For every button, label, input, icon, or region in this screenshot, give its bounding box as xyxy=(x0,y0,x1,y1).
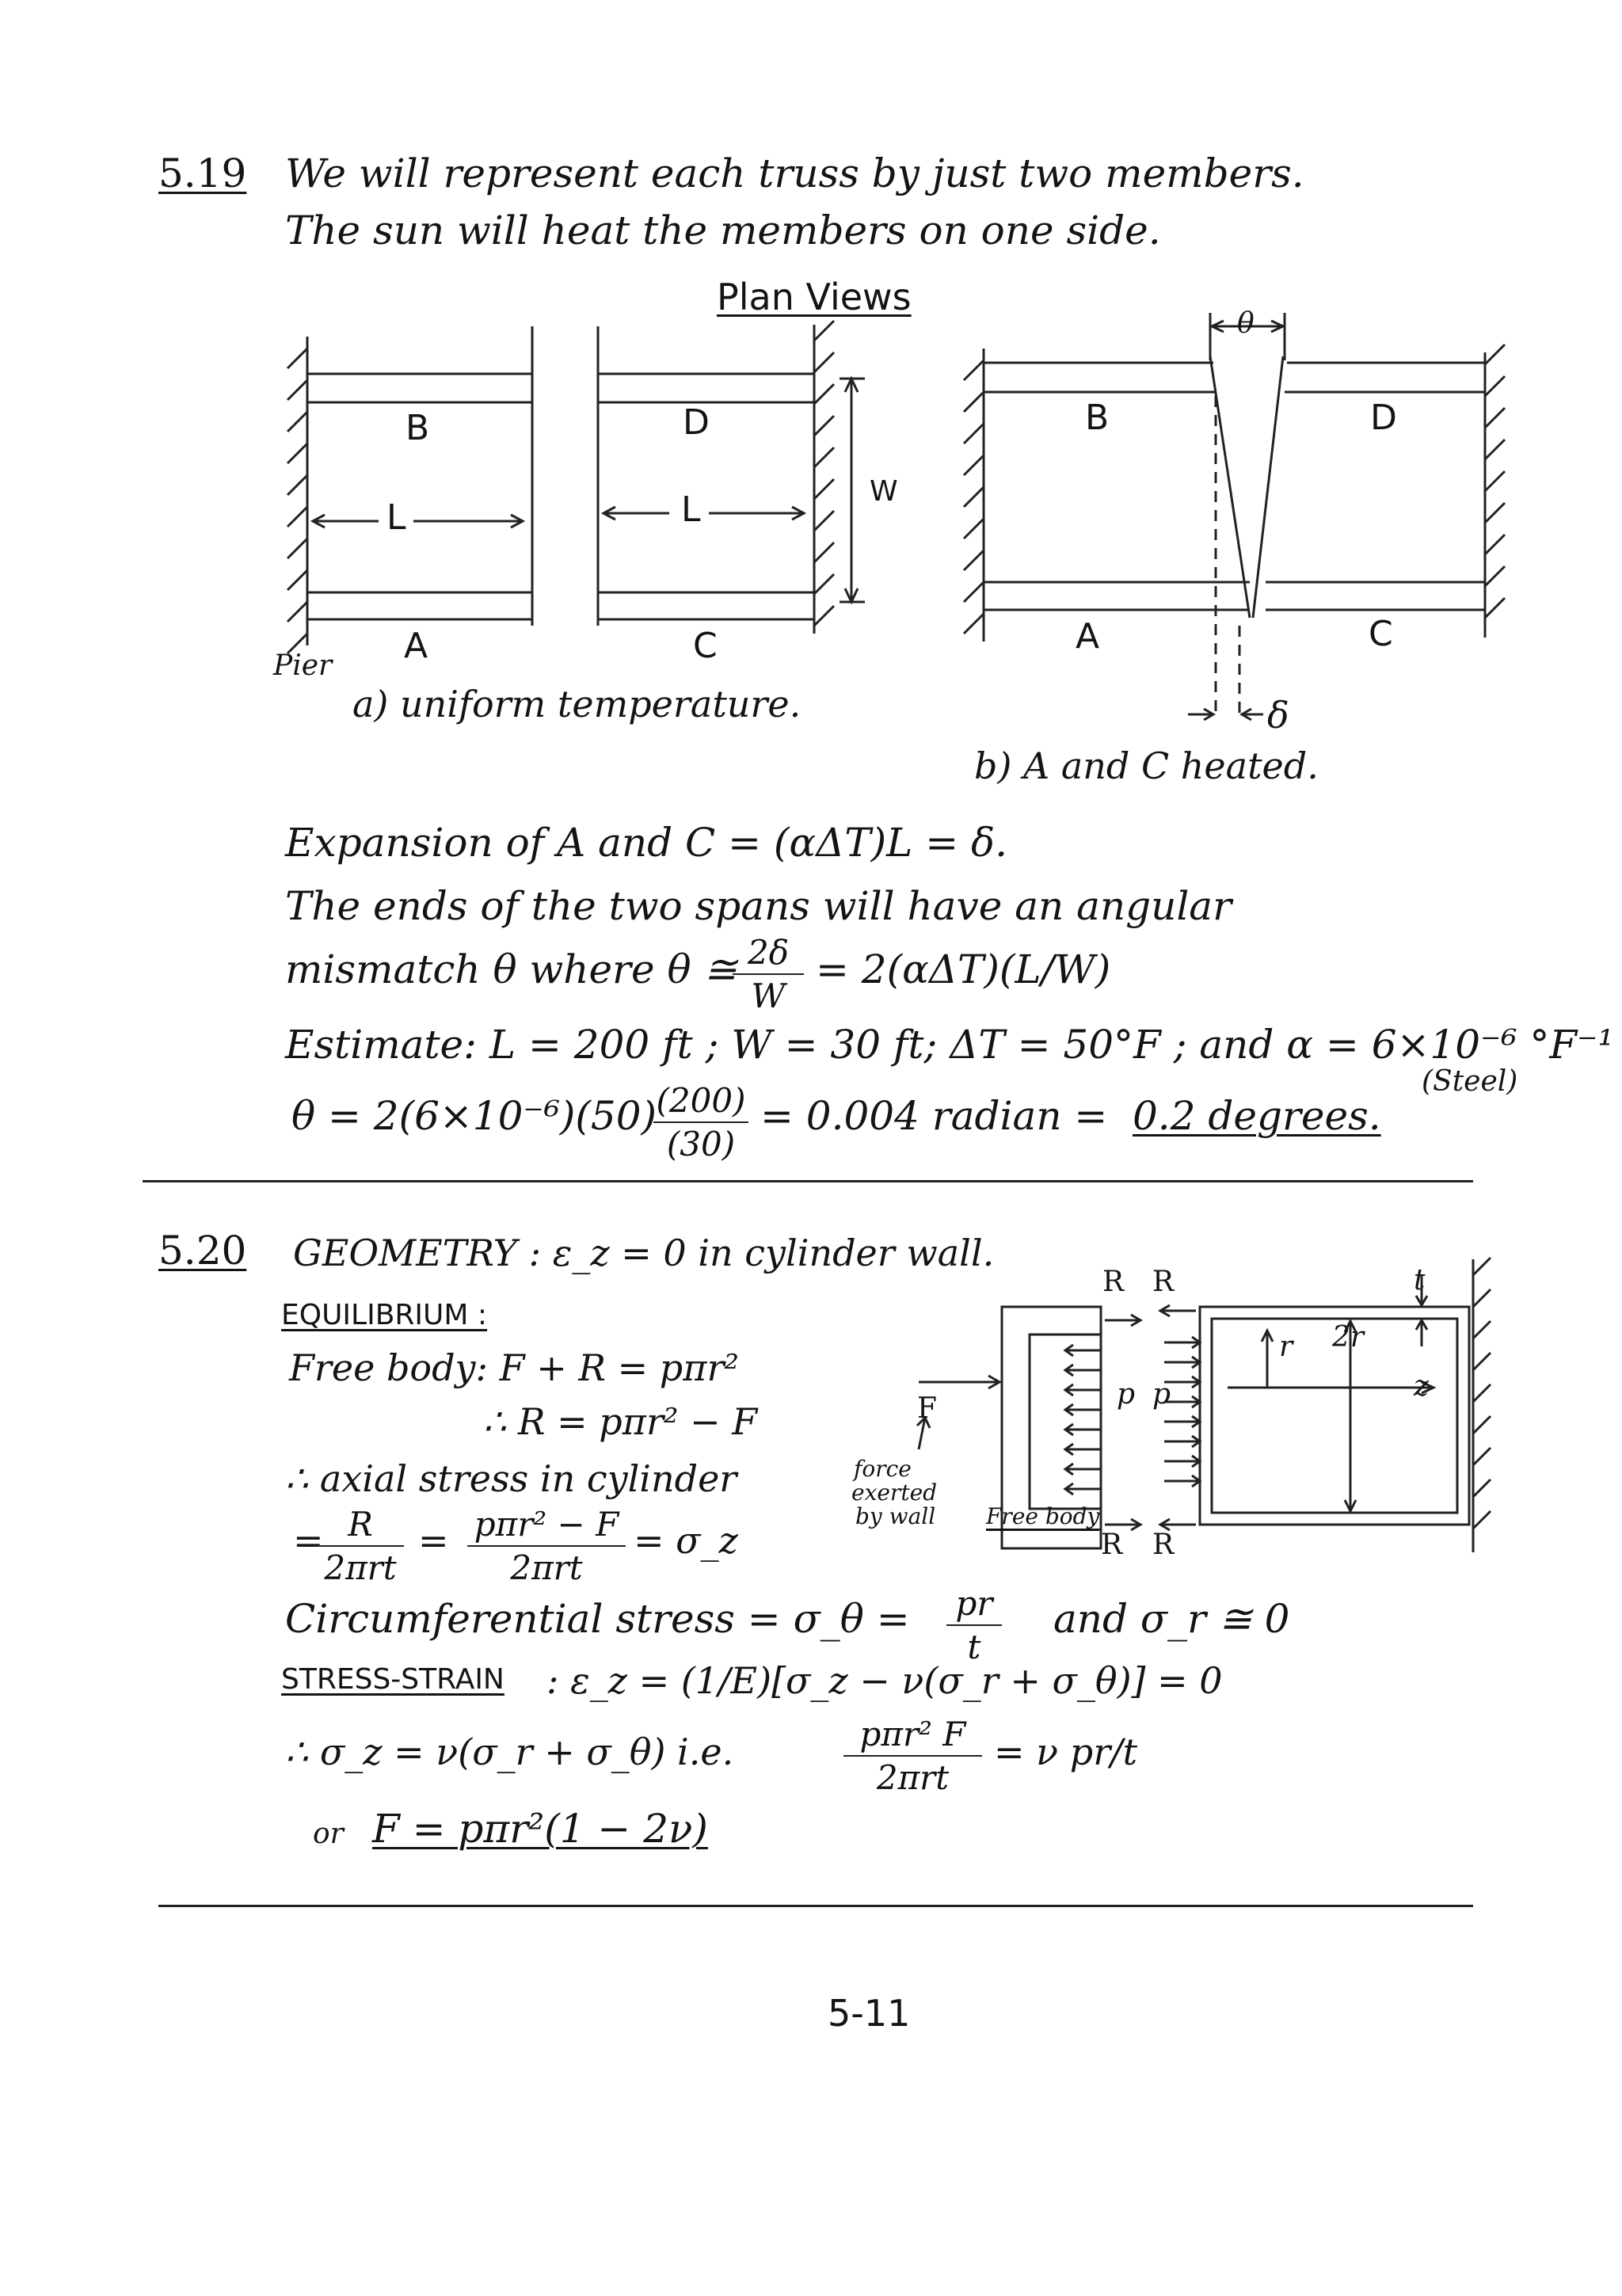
z-axis-label: z xyxy=(1414,1370,1429,1403)
width-label: W xyxy=(870,475,898,508)
equation-line: mismatch θ where θ ≅ xyxy=(285,946,737,992)
fraction-bar xyxy=(653,1121,748,1123)
plan-views-title: Plan Views xyxy=(717,276,912,318)
theta-result-line: = 0.004 radian = xyxy=(760,1093,1108,1139)
pressure-p-label: p xyxy=(1152,1378,1171,1411)
denominator: 2πrt xyxy=(876,1758,950,1797)
or-label: or xyxy=(313,1818,344,1850)
numerator: 2δ xyxy=(747,933,789,972)
theta-label: θ xyxy=(1237,307,1255,340)
member-c-label: C xyxy=(693,626,718,666)
fraction-bar xyxy=(843,1755,982,1757)
equation-line: The ends of the two spans will have an a… xyxy=(285,883,1232,929)
equals-sign: = xyxy=(418,1519,449,1562)
member-c-label: C xyxy=(1369,614,1393,654)
reaction-equation: ∴ R = pπr² − F xyxy=(483,1400,758,1443)
free-body-equation: Free body: F + R = pπr² xyxy=(289,1346,739,1389)
equals-sign: = xyxy=(293,1519,324,1562)
numerator: pπr² − F xyxy=(474,1505,619,1544)
stress-strain-equation: : ε_z = (1/E)[σ_z − ν(σ_r + σ_θ)] = 0 xyxy=(546,1659,1223,1702)
final-answer-5-20: F = pπr²(1 − 2ν) xyxy=(372,1806,708,1852)
stress-strain-heading: STRESS-STRAIN xyxy=(281,1663,504,1696)
numerator: (200) xyxy=(656,1081,746,1120)
force-f-label: F xyxy=(917,1392,937,1425)
fraction-axial-stress: pπr² − F 2πrt xyxy=(467,1505,626,1587)
reaction-r-label: R xyxy=(1152,1266,1175,1298)
force-note: by wall xyxy=(855,1503,936,1529)
fraction-pr-over-t: pr t xyxy=(946,1584,1002,1666)
free-body-caption: Free body xyxy=(986,1503,1100,1529)
fraction-ie: pπr² F 2πrt xyxy=(843,1715,982,1797)
numerator: R xyxy=(348,1505,373,1544)
pier-label: Pier xyxy=(273,649,333,682)
steel-note: (Steel) xyxy=(1422,1065,1518,1098)
member-a-label: A xyxy=(404,626,428,666)
denominator: t xyxy=(967,1628,981,1666)
problem-number-5-19: 5.19 xyxy=(158,150,247,196)
pressure-p-label: p xyxy=(1117,1378,1136,1411)
numerator: pπr² F xyxy=(859,1715,966,1753)
denominator: W xyxy=(751,977,786,1015)
page-number: 5-11 xyxy=(828,1992,911,2035)
reaction-r-label: R xyxy=(1152,1529,1175,1561)
fraction-bar xyxy=(467,1545,626,1547)
section-divider xyxy=(158,1905,1473,1907)
sigma-r-line: and σ_r ≅ 0 xyxy=(1053,1596,1290,1642)
denominator: 2πrt xyxy=(324,1548,397,1587)
numerator: pr xyxy=(955,1584,993,1623)
ie-result: = ν pr/t xyxy=(994,1731,1138,1773)
section-divider xyxy=(143,1180,1473,1182)
problem-number-5-20: 5.20 xyxy=(158,1228,247,1274)
fraction-2delta-over-w: 2δ W xyxy=(733,933,804,1015)
sigma-z-equation: ∴ σ_z = ν(σ_r + σ_θ) i.e. xyxy=(285,1731,734,1773)
member-d-label: D xyxy=(683,402,710,443)
force-note: force xyxy=(854,1456,912,1482)
geometry-line: GEOMETRY : ε_z = 0 in cylinder wall. xyxy=(293,1232,995,1274)
denominator: (30) xyxy=(666,1125,736,1163)
fraction-r-over-2pirt: R 2πrt xyxy=(317,1505,404,1587)
fraction-bar xyxy=(317,1545,404,1547)
figure-a-caption: a) uniform temperature. xyxy=(352,683,801,725)
member-b-label: B xyxy=(1085,398,1110,438)
circumferential-stress-line: Circumferential stress = σ_θ = xyxy=(285,1596,910,1642)
denominator: 2πrt xyxy=(510,1548,583,1587)
fraction-200-over-30: (200) (30) xyxy=(653,1081,748,1163)
axial-stress-line: ∴ axial stress in cylinder xyxy=(285,1457,737,1500)
diameter-2r-label: 2r xyxy=(1332,1321,1365,1354)
delta-label: δ xyxy=(1267,694,1289,737)
theta-result-line: θ = 2(6×10⁻⁶)(50) xyxy=(291,1093,657,1139)
equation-line: Expansion of A and C = (αΔT)L = δ. xyxy=(285,820,1008,866)
length-label: L xyxy=(681,489,701,530)
estimate-line: Estimate: L = 200 ft ; W = 30 ft; ΔT = 5… xyxy=(285,1022,1614,1068)
sigma-z-label: = σ_z xyxy=(634,1519,738,1562)
thickness-t-label: t xyxy=(1414,1264,1426,1296)
equilibrium-heading: EQUILIBRIUM : xyxy=(281,1299,488,1331)
reaction-r-label: R xyxy=(1102,1266,1125,1298)
radius-r-label: r xyxy=(1279,1331,1293,1363)
fraction-bar xyxy=(733,973,804,975)
fraction-bar xyxy=(946,1624,1002,1626)
member-b-label: B xyxy=(406,408,430,448)
length-label: L xyxy=(386,497,406,538)
reaction-r-label: R xyxy=(1101,1529,1123,1561)
force-note: exerted xyxy=(851,1479,938,1506)
text-line: We will represent each truss by just two… xyxy=(285,150,1304,196)
member-d-label: D xyxy=(1370,398,1397,438)
final-answer-5-19: 0.2 degrees. xyxy=(1133,1093,1381,1139)
member-a-label: A xyxy=(1076,616,1100,657)
text-line: The sun will heat the members on one sid… xyxy=(285,208,1161,253)
equation-line: = 2(αΔT)(L/W) xyxy=(816,946,1111,992)
figure-b-caption: b) A and C heated. xyxy=(974,744,1319,787)
